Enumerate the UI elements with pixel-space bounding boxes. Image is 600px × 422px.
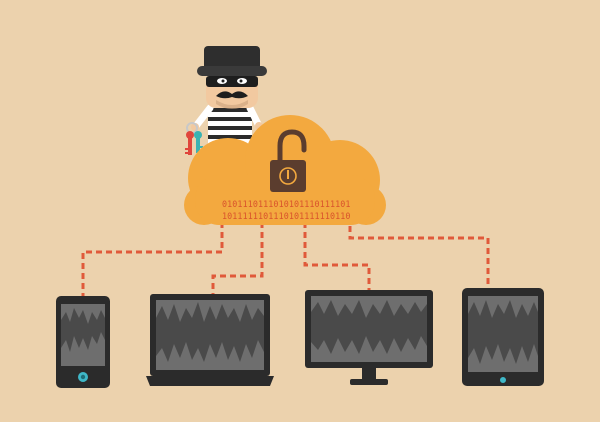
connector-laptop	[211, 222, 264, 294]
connector-tablet	[348, 226, 490, 288]
phone-signal-waveform	[61, 308, 105, 352]
binary-line-1: 0101110111010101110111101	[222, 199, 351, 209]
tablet-signal-waveform	[468, 300, 538, 364]
binary-line-2: 1011111101110101111110110	[222, 211, 351, 221]
desktop-monitor	[305, 290, 433, 385]
tablet	[462, 288, 544, 386]
connector-phone	[81, 222, 224, 296]
unlocked-padlock-icon	[270, 129, 307, 192]
cloud	[184, 115, 386, 225]
monitor-stand	[362, 368, 376, 380]
thief-hat-brim	[197, 66, 267, 76]
network-connectors	[81, 222, 490, 296]
monitor-signal-waveform	[311, 300, 427, 354]
laptop	[146, 294, 274, 386]
thief-mask	[206, 76, 258, 87]
laptop-signal-waveform	[156, 302, 264, 362]
tablet-home-button	[500, 377, 506, 383]
thief-body	[208, 100, 252, 145]
laptop-base	[146, 376, 274, 386]
smartphone	[56, 296, 110, 388]
connector-monitor	[303, 222, 371, 290]
monitor-foot	[350, 379, 388, 385]
thief-hat-crown	[204, 46, 260, 70]
thief-mustache	[216, 91, 248, 99]
keys-icon	[185, 122, 203, 155]
